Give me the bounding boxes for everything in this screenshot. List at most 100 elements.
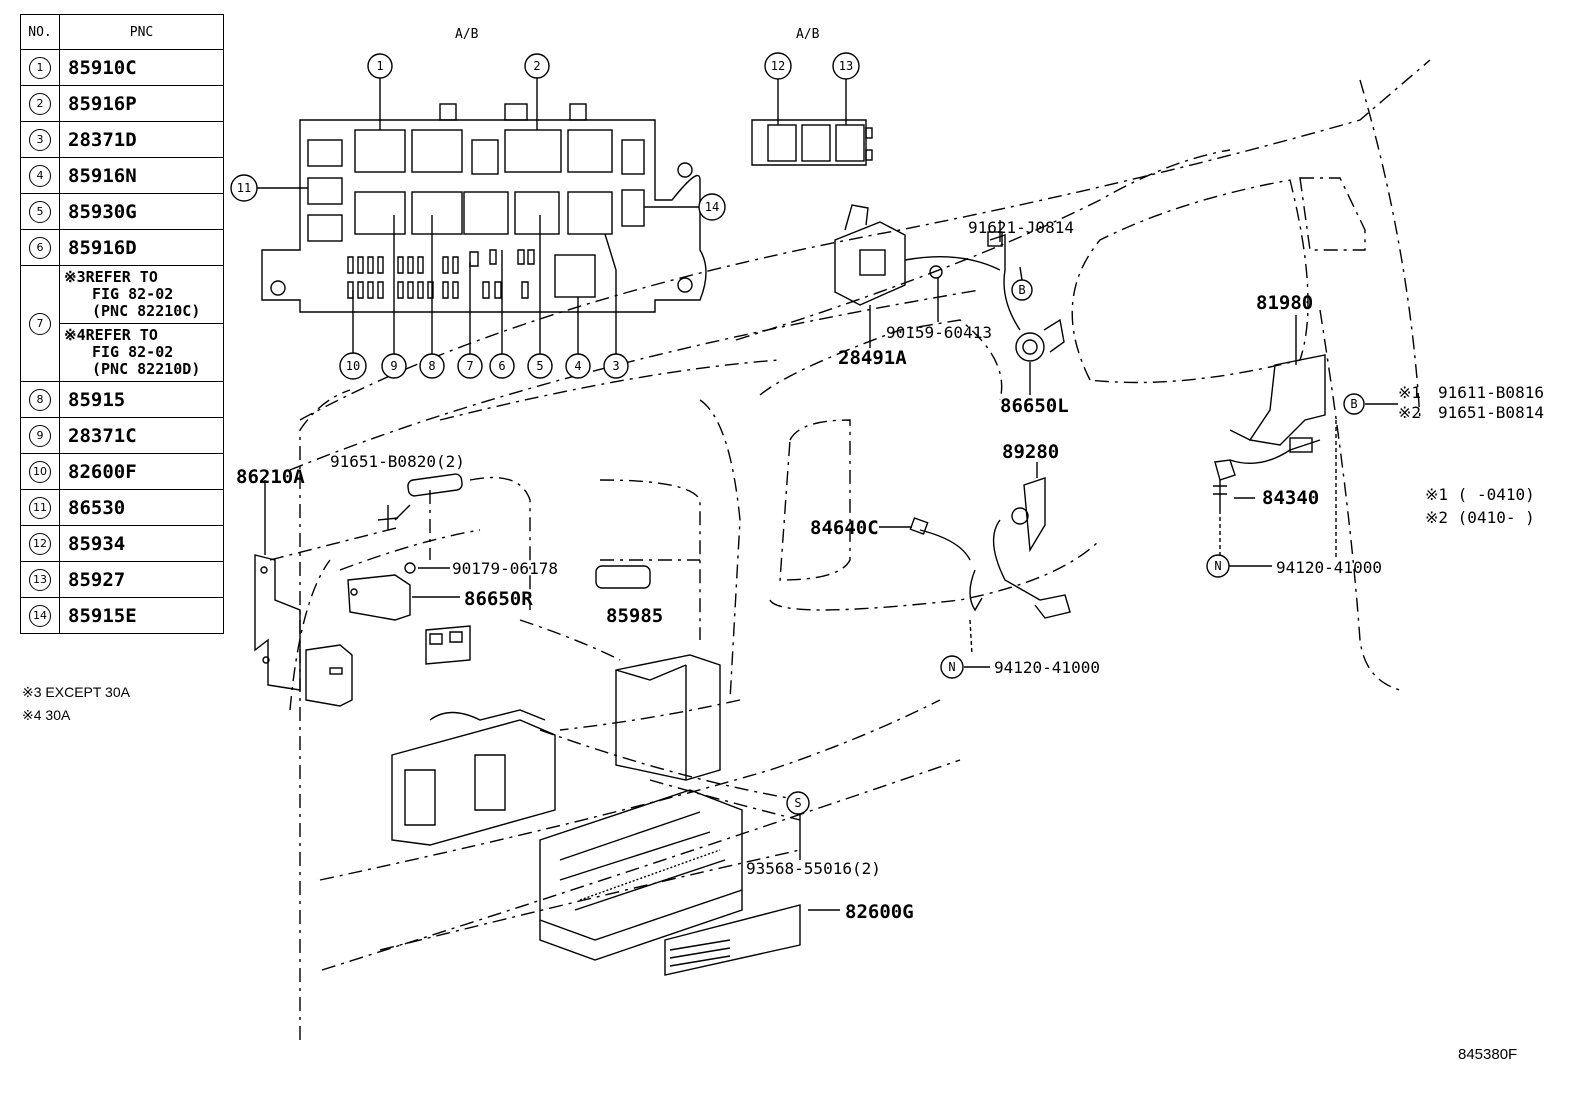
table-row: 9 28371C [20, 417, 224, 454]
note-line: (PNC 82210D) [92, 360, 201, 378]
part-89280: 89280 [1002, 441, 1059, 463]
callout-4: 4 [574, 359, 581, 373]
sensor-86650L [987, 231, 1065, 362]
relay-small [305, 644, 353, 707]
callout-13: 13 [839, 59, 853, 73]
pnc-cell: 85934 [59, 525, 224, 562]
row-number-badge: 6 [29, 237, 51, 259]
pnc-cell: 28371D [59, 121, 224, 158]
sensor-89280 [909, 477, 1071, 619]
pnc-cell: 85916N [59, 157, 224, 194]
junction-block-82600F [391, 709, 556, 846]
part-84640C: 84640C [810, 517, 879, 539]
junction-block-diagram [256, 78, 873, 354]
bolt [377, 505, 416, 574]
part-91651-B0814: 91651-B0814 [1438, 403, 1544, 422]
part-94120-41000-b: 94120-41000 [1276, 558, 1382, 577]
row-number-badge: 5 [29, 201, 51, 223]
row-number-badge: 2 [29, 93, 51, 115]
pnc-cell: 28371C [59, 417, 224, 454]
pnc-cell: 85916D [59, 229, 224, 266]
note-line: FIG 82-02 [92, 343, 174, 361]
pnc-cell: 85910C [59, 49, 224, 86]
callout-14: 14 [705, 200, 719, 214]
fuse-box [539, 789, 743, 961]
row-number-badge: 7 [29, 313, 51, 335]
row-number-badge: 9 [29, 425, 51, 447]
callout-5: 5 [536, 359, 543, 373]
callout-3: 3 [612, 359, 619, 373]
part-86210A: 86210A [236, 466, 305, 488]
part-94120-41000-a: 94120-41000 [994, 658, 1100, 677]
note-line: ※3REFER TO [64, 268, 158, 286]
relay-block [425, 625, 471, 665]
range-note-2: ※2 (0410- ) [1425, 508, 1535, 527]
footnote-3: ※3 EXCEPT 30A [22, 684, 130, 700]
table-row: 7 ※3REFER TO FIG 82-02 (PNC 82210C) [20, 265, 224, 382]
row-number-badge: 8 [29, 389, 51, 411]
row-number-badge: 13 [29, 569, 51, 591]
vent-slot [407, 473, 463, 497]
ab-label-left: A/B [455, 27, 479, 42]
part-86650L: 86650L [1000, 395, 1069, 417]
ref-x1: ※1 [1398, 383, 1421, 402]
relay-86650R [347, 574, 411, 621]
callout-6: 6 [498, 359, 505, 373]
row-number-badge: 11 [29, 497, 51, 519]
part-82600G: 82600G [845, 901, 914, 923]
row-number-badge: 4 [29, 165, 51, 187]
part-81980: 81980 [1256, 292, 1313, 314]
table-row: 6 85916D [20, 229, 224, 266]
row-number-badge: 14 [29, 605, 51, 627]
marker-b-1: B [1018, 283, 1025, 297]
table-row: 8 85915 [20, 381, 224, 418]
row-number-badge: 10 [29, 461, 51, 483]
callout-10: 10 [346, 359, 360, 373]
part-91611-B0816: 91611-B0816 [1438, 383, 1544, 402]
callout-1: 1 [376, 59, 383, 73]
refer-note-3: ※3REFER TO FIG 82-02 (PNC 82210C) [59, 265, 224, 324]
dashboard-outline [269, 59, 1431, 1040]
header-no: NO. [20, 14, 60, 50]
ab-label-right: A/B [796, 27, 820, 42]
callout-2: 2 [533, 59, 540, 73]
marker-s: S [794, 796, 801, 810]
part-91621-J0814: 91621-J0814 [968, 218, 1074, 237]
part-28491A: 28491A [838, 347, 907, 369]
part-86650R: 86650R [464, 588, 533, 610]
part-85985: 85985 [606, 605, 663, 627]
ecu-85985 [615, 654, 721, 781]
marker-n-1: N [948, 660, 955, 674]
part-90179-06178: 90179-06178 [452, 559, 558, 578]
part-93568-55016: 93568-55016(2) [746, 859, 881, 878]
callout-11: 11 [237, 181, 251, 195]
glovebox-handle [595, 565, 651, 589]
callout-12: 12 [771, 59, 785, 73]
marker-n-2: N [1214, 559, 1221, 573]
dashed-connectors [969, 420, 1337, 656]
range-note-1: ※1 ( -0410) [1425, 485, 1535, 504]
sensor-81980 [1213, 354, 1326, 510]
pnc-cell: 85927 [59, 561, 224, 598]
pnc-table-header: NO. PNC [20, 14, 224, 50]
footnote-4: ※4 30A [22, 707, 71, 723]
pnc-cell: 85915E [59, 597, 224, 634]
leader-lines [394, 220, 1398, 911]
module-28491A [834, 204, 1001, 306]
part-91651-B0820: 91651-B0820(2) [330, 452, 465, 471]
pnc-cell: 85915 [59, 381, 224, 418]
note-line: FIG 82-02 [92, 285, 174, 303]
bracket-86210A [254, 480, 301, 691]
note-line: (PNC 82210C) [92, 302, 201, 320]
refer-note-4: ※4REFER TO FIG 82-02 (PNC 82210D) [59, 323, 224, 382]
callouts [230, 52, 1365, 815]
part-84340: 84340 [1262, 487, 1319, 509]
table-row: 4 85916N [20, 157, 224, 194]
